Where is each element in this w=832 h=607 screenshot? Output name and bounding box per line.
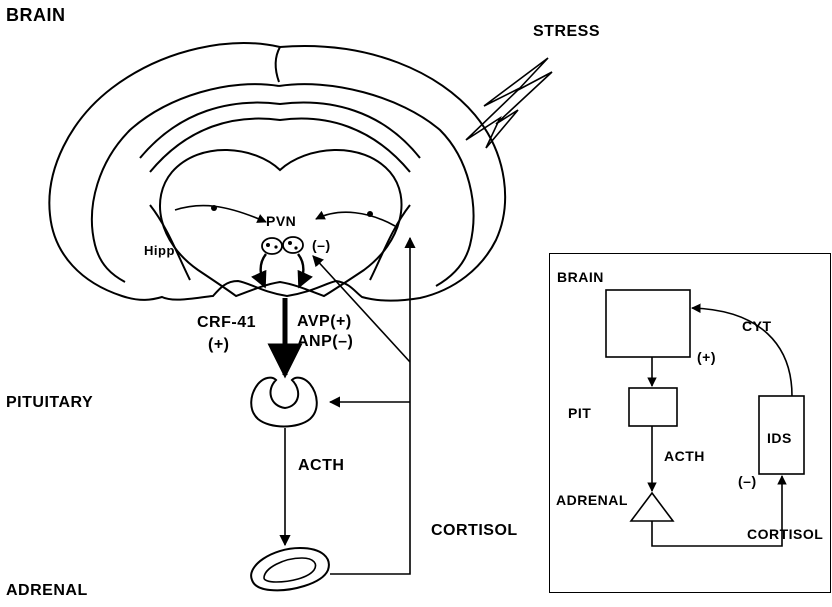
inset-panel — [549, 253, 831, 593]
pvn-nucleus-right — [283, 237, 303, 253]
hipp-node-left — [211, 205, 217, 211]
hipp-arc-left — [175, 206, 266, 222]
inset-brain-label: BRAIN — [557, 270, 604, 284]
inset-cortisol-label: CORTISOL — [747, 527, 823, 541]
pvn-negative-label: (–) — [312, 238, 331, 252]
callosum-lower — [150, 119, 410, 172]
brain-section — [49, 43, 505, 300]
pvn-output-arrow-left — [261, 254, 266, 287]
pvn-dot-1 — [266, 243, 270, 247]
cortisol-label: CORTISOL — [431, 523, 518, 539]
inset-minus-label: (–) — [738, 474, 757, 488]
crf-sign-label: (+) — [208, 337, 230, 353]
brain-outer-outline — [49, 43, 505, 300]
adrenal-label: ADRENAL — [6, 583, 88, 599]
pvn-label: PVN — [266, 214, 296, 228]
pvn-dot-4 — [294, 246, 297, 249]
brain-label: BRAIN — [6, 6, 66, 24]
inset-pit-label: PIT — [568, 406, 591, 420]
pvn-output-arrow-right — [298, 254, 303, 287]
crf-label: CRF-41 — [197, 315, 256, 331]
callosum-upper — [140, 103, 420, 158]
acth-label: ACTH — [298, 458, 344, 474]
stress-label: STRESS — [533, 24, 600, 40]
pituitary-label: PITUITARY — [6, 395, 93, 411]
stress-lightning-icon — [466, 58, 552, 148]
cortex-inner-right — [279, 84, 473, 286]
anp-label: ANP(–) — [297, 334, 353, 350]
hipp-node-right — [367, 211, 373, 217]
pvn-nucleus-left — [262, 238, 282, 254]
hipp-arc-right — [316, 212, 395, 226]
inset-adrenal-label: ADRENAL — [556, 493, 628, 507]
pvn-dot-2 — [274, 245, 277, 248]
adrenal-medulla — [264, 558, 316, 582]
inset-plus-label: (+) — [697, 350, 716, 364]
inset-ids-label: IDS — [767, 431, 792, 445]
inset-acth-label: ACTH — [664, 449, 705, 463]
pvn-dot-3 — [288, 241, 292, 245]
cortex-inner-left — [92, 84, 279, 282]
hipp-label: Hipp — [144, 244, 175, 257]
inset-cyt-label: CYT — [742, 319, 772, 333]
pituitary-gland — [251, 378, 317, 427]
adrenal-gland — [251, 548, 329, 590]
avp-label: AVP(+) — [297, 314, 352, 330]
cortisol-feedback — [313, 238, 410, 574]
brain-midline — [276, 47, 280, 82]
